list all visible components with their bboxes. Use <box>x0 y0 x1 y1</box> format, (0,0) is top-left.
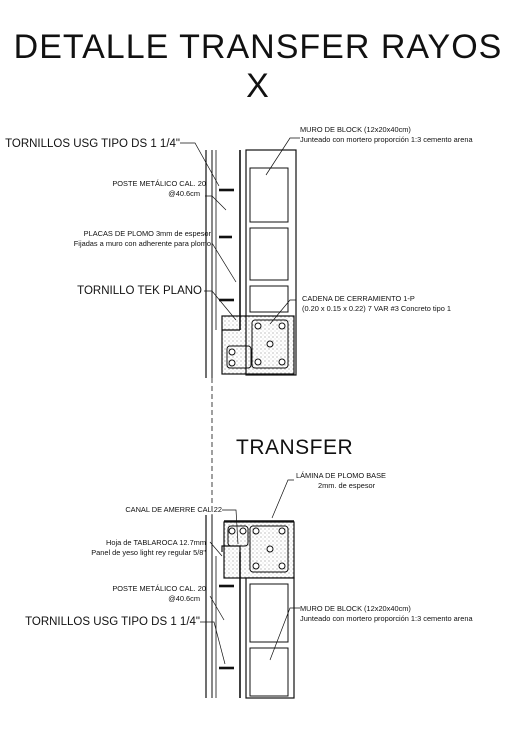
section-title-transfer: TRANSFER <box>236 436 354 459</box>
rebar-group <box>228 527 286 570</box>
sheet-title: DETALLE TRANSFER RAYOS X <box>13 28 503 105</box>
label-lamina-1: LÁMINA DE PLOMO BASE <box>296 471 386 480</box>
label-placas-2: Fijadas a muro con adherente para plomo <box>73 239 211 248</box>
label-poste-top-1: POSTE METÁLICO CAL. 20 <box>112 179 206 188</box>
label-cadena-1: CADENA DE CERRAMIENTO 1-P <box>302 294 415 303</box>
label-muro-top-2: Junteado con mortero proporción 1:3 ceme… <box>300 135 473 144</box>
leader-lines-bottom <box>200 479 300 665</box>
label-tornillos-top: TORNILLOS USG TIPO DS 1 1/4" <box>5 138 180 150</box>
rebar-group <box>228 322 286 367</box>
label-muro-bottom-1: MURO DE BLOCK (12x20x40cm) <box>300 604 411 613</box>
label-poste-bottom-2: @40.6cm <box>168 594 200 603</box>
leader-lines-top <box>180 137 300 325</box>
label-tornillo-tek: TORNILLO TEK PLANO <box>77 285 202 297</box>
label-tornillos-bottom: TORNILLOS USG TIPO DS 1 1/4" <box>25 616 200 628</box>
label-hoja-1: Hoja de TABLAROCA 12.7mm <box>106 538 206 547</box>
chain-beam-stirrup <box>226 345 252 369</box>
block-unit <box>249 647 289 697</box>
label-muro-bottom-2: Junteado con mortero proporción 1:3 ceme… <box>300 614 473 623</box>
label-placas-1: PLACAS DE PLOMO 3mm de espesor <box>83 229 211 238</box>
block-unit <box>249 285 289 313</box>
label-hoja-2: Panel de yeso light rey regular 5/8" <box>91 548 206 557</box>
block-unit <box>249 583 289 643</box>
label-poste-top-2: @40.6cm <box>168 189 200 198</box>
chain-beam-stirrup <box>251 319 289 369</box>
block-unit <box>249 167 289 223</box>
channel-track <box>221 545 241 552</box>
block-unit <box>249 227 289 281</box>
label-muro-top-1: MURO DE BLOCK (12x20x40cm) <box>300 125 411 134</box>
label-canal: CANAL DE AMERRE CAL.22 <box>125 505 222 514</box>
label-cadena-2: (0.20 x 0.15 x 0.22) 7 VAR #3 Concreto t… <box>302 304 451 313</box>
chain-beam-stirrup <box>249 525 289 573</box>
label-lamina-2: 2mm. de espesor <box>318 481 376 490</box>
label-poste-bottom-1: POSTE METÁLICO CAL. 20 <box>112 584 206 593</box>
